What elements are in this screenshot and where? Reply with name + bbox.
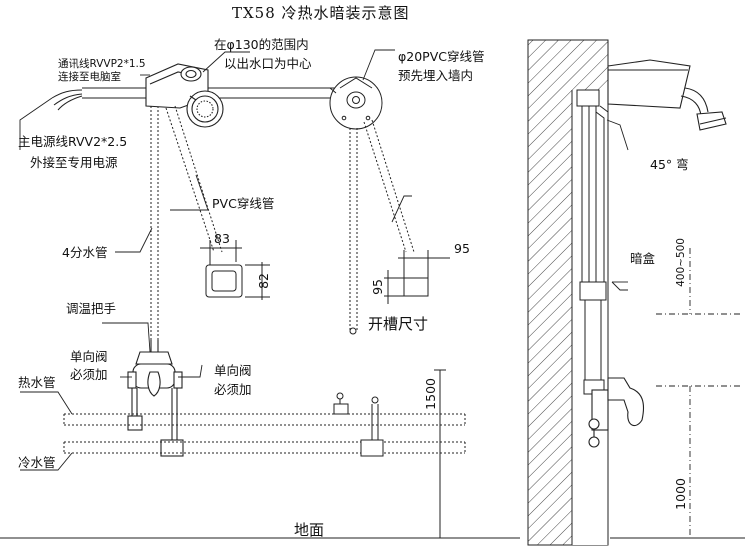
outlet-pipes [349,119,415,330]
hot-water-pipe [63,413,466,426]
left-water-pipe [150,98,159,340]
dim-range-400-500: 400~500 [675,238,687,287]
label-power-line2: 外接至专用电源 [30,155,118,170]
label-check-valve-left-2: 必须加 [70,367,108,382]
label-power-line1: 主电源线RVV2*2.5 [18,134,128,149]
mixer-valve [127,340,184,457]
wall-box [200,240,270,300]
label-check-valve-right-2: 必须加 [214,382,252,397]
label-comm-line2: 连接至电脑室 [58,71,121,83]
label-comm-line1: 通讯线RVVP2*1.5 [58,58,146,70]
dim-slot-width: 95 [454,241,470,256]
label-range-line1: 在φ130的范围内 [214,37,309,52]
label-cold-pipe: 冷水管 [18,455,56,470]
label-check-valve-right-1: 单向阀 [214,363,252,378]
side-view [527,39,745,546]
wires [51,89,83,111]
label-junction-box: 暗盒 [630,251,656,266]
leaders [19,49,412,471]
label-ground: 地面 [294,521,325,539]
label-hot-pipe: 热水管 [18,375,56,390]
side-dims [606,119,745,539]
dim-height-1500: 1500 [423,378,438,410]
dim-box-height: 82 [256,273,271,289]
label-range-line2: 以出水口为中心 [224,56,312,71]
front-view [0,63,520,539]
dim-1500 [434,369,446,538]
slot [384,250,450,304]
outlet-box [329,76,383,130]
shower-unit [145,63,224,128]
label-elbow45: 45° 弯 [650,157,689,172]
dim-slot-height: 95 [370,279,385,295]
label-pvc-conduit: PVC穿线管 [212,196,275,211]
label-pvc20-line1: φ20PVC穿线管 [398,49,485,64]
mixer-side [588,377,645,448]
pipe-risers [333,392,384,457]
label-pvc20-line2: 预先埋入墙内 [398,68,474,83]
dim-box-width: 83 [214,231,230,246]
dim-height-1000: 1000 [673,478,688,510]
label-check-valve-left-1: 单向阀 [70,349,108,364]
label-mixer-handle: 调温把手 [66,301,117,316]
shower-side [607,59,727,131]
label-slot-size: 开槽尺寸 [368,315,429,333]
wall-conduit [576,89,609,282]
pvc-conduit-diagonal [165,105,223,253]
label-water-pipe: 4分水管 [62,245,108,260]
page-title: TX58 冷热水暗装示意图 [232,4,410,22]
cold-water-pipe [63,441,466,454]
